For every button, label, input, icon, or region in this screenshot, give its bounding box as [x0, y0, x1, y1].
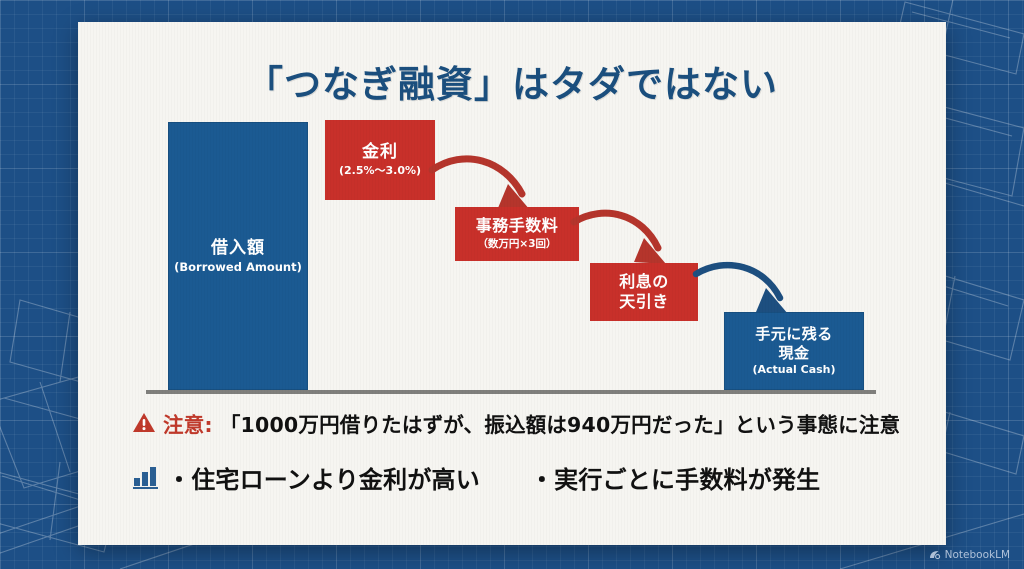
- watermark-text: NotebookLM: [944, 549, 1010, 561]
- bar-fee-label-jp: 事務手数料: [475, 216, 559, 236]
- bar-deduction-line2: 天引き: [619, 292, 669, 311]
- bar-interest-label-jp: 金利: [362, 141, 398, 162]
- bar-actual-cash: 手元に残る 現金 (Actual Cash): [724, 312, 864, 390]
- notebooklm-logo-icon: [929, 551, 940, 560]
- flow-arrow-2-icon: [570, 209, 666, 264]
- bar-interest-label-en: (2.5%〜3.0%): [338, 164, 422, 178]
- bullet-note: ・住宅ローンより金利が高い ・実行ごとに手数料が発生: [132, 460, 922, 495]
- bar-actual-label-en: (Actual Cash): [752, 363, 836, 377]
- warning-text: 「1000万円借りたはずが、振込額は940万円だった」という事態に注意: [219, 413, 901, 437]
- flow-arrow-1-icon: [428, 155, 530, 210]
- bar-interest-deduction: 利息の 天引き: [590, 263, 698, 321]
- bar-chart-icon: [133, 467, 158, 489]
- warning-label: 注意:: [163, 413, 213, 437]
- notebooklm-watermark: NotebookLM: [929, 549, 1010, 561]
- bullet-item-2: ・実行ごとに手数料が発生: [529, 466, 821, 494]
- chart-baseline: [146, 390, 876, 394]
- bar-borrowed-label-jp: 借入額: [211, 237, 265, 258]
- bar-deduction-line1: 利息の: [619, 272, 669, 291]
- bar-actual-line1: 手元に残る: [755, 324, 833, 343]
- warning-note: 注意: 「1000万円借りたはずが、振込額は940万円だった」という事態に注意: [132, 408, 922, 438]
- slide-card: 「つなぎ融資」はタダではない 借入額 (Borrowed Amount) 金利 …: [78, 22, 946, 545]
- bar-actual-line2: 現金: [778, 343, 810, 362]
- bar-interest-rate: 金利 (2.5%〜3.0%): [325, 120, 435, 200]
- page-title: 「つなぎ融資」はタダではない: [246, 63, 778, 106]
- bullet-item-1: ・住宅ローンより金利が高い: [167, 466, 480, 494]
- flow-arrow-3-icon: [692, 261, 788, 314]
- bar-borrowed-label-en: (Borrowed Amount): [174, 259, 302, 274]
- bar-fee-label-en: （数万円×3回）: [477, 238, 557, 251]
- bar-handling-fee: 事務手数料 （数万円×3回）: [455, 207, 579, 261]
- bar-borrowed-amount: 借入額 (Borrowed Amount): [168, 122, 308, 390]
- warning-triangle-icon: [133, 413, 155, 432]
- waterfall-chart: 借入額 (Borrowed Amount) 金利 (2.5%〜3.0%) 事務手…: [78, 22, 946, 545]
